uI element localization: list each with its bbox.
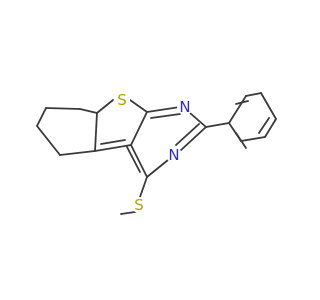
bond <box>258 117 270 134</box>
bond <box>94 112 98 152</box>
bond <box>235 132 247 149</box>
bond <box>45 107 81 110</box>
bond <box>240 136 266 142</box>
bond <box>36 107 47 127</box>
bond <box>130 144 148 178</box>
sulfur-methyl-atom: S <box>131 196 147 214</box>
sulfur-ring-label: S <box>117 91 127 109</box>
bond <box>96 99 114 114</box>
bond <box>139 176 148 198</box>
nitrogen-lower-label: N <box>168 146 179 164</box>
bond <box>260 92 277 120</box>
bond <box>205 122 230 128</box>
bond <box>189 112 207 128</box>
bond <box>130 111 148 146</box>
bonds <box>36 92 277 215</box>
bond <box>146 159 169 178</box>
atom-labels: S N N S <box>114 91 193 214</box>
bond <box>59 150 96 156</box>
bond <box>235 100 249 105</box>
bond <box>150 113 181 119</box>
bond <box>228 95 247 124</box>
bond <box>129 99 148 113</box>
nitrogen-upper-label: N <box>179 98 190 116</box>
bond <box>175 123 200 146</box>
sulfur-methyl-label: S <box>134 196 144 214</box>
bond <box>36 125 61 156</box>
bond <box>146 106 181 113</box>
bond <box>245 92 262 97</box>
structure-canvas: S N N S <box>36 91 277 215</box>
sulfur-ring-atom: S <box>114 91 130 109</box>
nitrogen-upper-atom: N <box>177 98 193 116</box>
bond <box>179 126 207 152</box>
molecule-drawing: S N N S <box>36 91 277 215</box>
bond <box>79 108 98 114</box>
bond <box>100 139 126 145</box>
bond <box>94 144 132 152</box>
bond <box>264 118 277 138</box>
bond <box>126 146 141 173</box>
nitrogen-lower-atom: N <box>166 146 182 164</box>
